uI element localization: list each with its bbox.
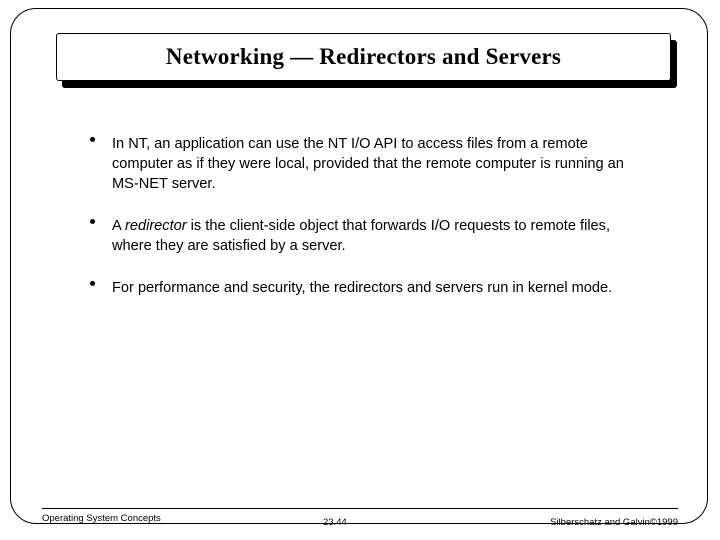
bullet-text: In NT, an application can use the NT I/O…	[112, 136, 624, 192]
footer-page-number: 23.44	[323, 517, 347, 528]
bullet-dot-icon	[90, 281, 95, 286]
list-item: For performance and security, the redire…	[88, 278, 648, 298]
bullet-text-pre: In NT, an application can use the NT I/O…	[112, 136, 624, 192]
bullet-text-pre: A	[112, 218, 125, 234]
bullet-text-post: is the client-side object that forwards …	[112, 218, 611, 254]
footer-book-title: Operating System Concepts	[42, 513, 161, 524]
bullet-list: In NT, an application can use the NT I/O…	[88, 134, 648, 320]
footer: Operating System Concepts 23.44 Silbersc…	[42, 513, 678, 531]
footer-copyright: Silberschatz and Galvin©1999	[550, 517, 678, 528]
bullet-text-pre: For performance and security, the redire…	[112, 280, 613, 296]
title-box: Networking — Redirectors and Servers	[56, 33, 671, 81]
page-title: Networking — Redirectors and Servers	[165, 44, 562, 69]
slide-border	[10, 8, 708, 524]
bullet-dot-icon	[90, 219, 95, 224]
bullet-dot-icon	[90, 137, 95, 142]
footer-divider	[42, 508, 678, 509]
bullet-text: A redirector is the client-side object t…	[112, 218, 610, 254]
list-item: A redirector is the client-side object t…	[88, 216, 648, 256]
bullet-text-emphasis: redirector	[124, 218, 187, 234]
bullet-text: For performance and security, the redire…	[112, 280, 612, 296]
list-item: In NT, an application can use the NT I/O…	[88, 134, 648, 194]
